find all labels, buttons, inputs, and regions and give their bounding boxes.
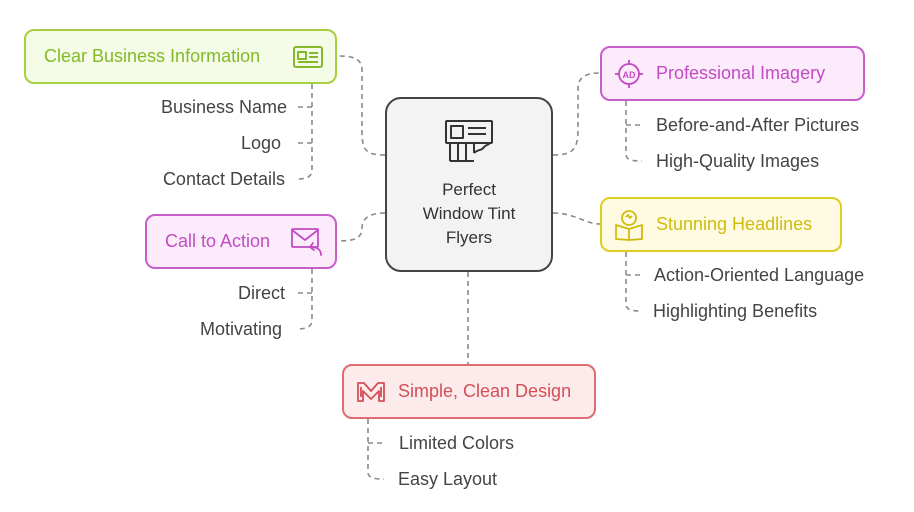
branch-headlines-label: Stunning Headlines xyxy=(656,214,813,234)
leaf-highlighting-benefits: Highlighting Benefits xyxy=(653,301,818,321)
layered-m-icon xyxy=(356,379,386,405)
branch-imagery-label: Professional Imagery xyxy=(656,63,826,83)
ad-target-icon: AD xyxy=(614,59,644,89)
leaf-easy-layout: Easy Layout xyxy=(398,469,498,489)
leaf-business-name: Business Name xyxy=(160,97,287,117)
connector-cta xyxy=(337,212,386,242)
branch-design[interactable]: Simple, Clean Design xyxy=(342,364,596,419)
svg-text:AD: AD xyxy=(623,70,636,80)
branch-imagery[interactable]: AD Professional Imagery xyxy=(600,46,865,101)
connector-leaf-business xyxy=(297,84,313,180)
leaf-high-quality: High-Quality Images xyxy=(656,151,820,171)
connector-business-info xyxy=(337,55,386,156)
connector-leaf-headlines xyxy=(625,252,641,312)
connector-imagery xyxy=(552,72,601,156)
id-card-icon xyxy=(293,45,323,68)
branch-headlines[interactable]: Stunning Headlines xyxy=(600,197,842,252)
reader-book-icon xyxy=(614,209,644,241)
branch-cta-label: Call to Action xyxy=(165,231,271,251)
leaf-action-oriented: Action-Oriented Language xyxy=(654,265,865,285)
branch-cta[interactable]: Call to Action xyxy=(145,214,337,269)
central-topic[interactable]: Perfect Window Tint Flyers xyxy=(385,97,553,272)
flyer-icon xyxy=(444,119,494,170)
leaf-contact-details: Contact Details xyxy=(162,169,285,189)
center-line-2: Window Tint xyxy=(422,204,516,223)
center-line-1: Perfect xyxy=(442,180,496,199)
connector-leaf-design xyxy=(367,419,385,480)
connector-leaf-imagery xyxy=(625,101,643,162)
leaf-motivating: Motivating xyxy=(199,319,282,339)
connector-leaf-cta xyxy=(296,269,313,330)
mail-reply-icon xyxy=(291,227,323,256)
branch-design-label: Simple, Clean Design xyxy=(398,381,572,401)
connector-headlines xyxy=(552,212,601,225)
branch-business-info[interactable]: Clear Business Information xyxy=(24,29,337,84)
branch-business-info-label: Clear Business Information xyxy=(44,46,261,66)
leaf-logo: Logo xyxy=(240,133,281,153)
leaf-limited-colors: Limited Colors xyxy=(399,433,515,453)
center-line-3: Flyers xyxy=(445,228,493,247)
leaf-direct: Direct xyxy=(237,283,285,303)
leaf-before-after: Before-and-After Pictures xyxy=(656,115,860,135)
central-topic-title: Perfect Window Tint Flyers xyxy=(423,178,516,250)
